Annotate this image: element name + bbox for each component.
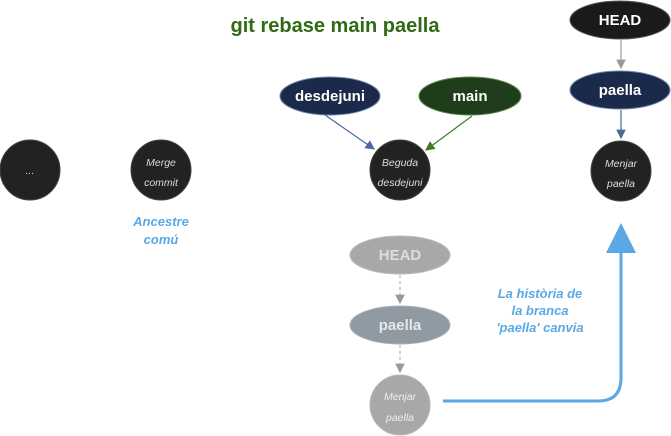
ref-head-old[interactable]: HEAD bbox=[349, 235, 451, 275]
commit-beguda[interactable]: Beguda desdejuni bbox=[369, 139, 431, 201]
commit-menjar-new[interactable]: Menjar paella bbox=[590, 140, 652, 202]
ref-desdejuni-label: desdejuni bbox=[295, 88, 365, 105]
note-ancestre-line2: comú bbox=[144, 232, 179, 247]
ref-paella-new[interactable]: paella bbox=[569, 70, 671, 110]
edge-main-to-beguda bbox=[425, 115, 473, 151]
edge-desdejuni-to-beguda bbox=[324, 114, 375, 150]
commit-merge[interactable]: Merge commit bbox=[130, 139, 192, 201]
ref-paella-new-label: paella bbox=[599, 82, 642, 99]
commit-menjar-new-line2: paella bbox=[606, 178, 635, 190]
diagram-title: git rebase main paella bbox=[231, 15, 441, 37]
ref-desdejuni[interactable]: desdejuni bbox=[279, 76, 381, 116]
commit-ellipsis-label: ... bbox=[26, 165, 35, 177]
note-ancestre-line1: Ancestre bbox=[132, 214, 189, 229]
commit-menjar-new-line1: Menjar bbox=[605, 158, 638, 170]
commit-merge-line2: commit bbox=[144, 177, 179, 189]
rebase-arrow bbox=[443, 223, 636, 403]
commit-beguda-line2: desdejuni bbox=[378, 177, 424, 189]
ref-paella-old-label: paella bbox=[379, 317, 422, 334]
ref-paella-old[interactable]: paella bbox=[349, 305, 451, 345]
commit-menjar-old[interactable]: Menjar paella bbox=[369, 374, 431, 436]
commit-menjar-old-line1: Menjar bbox=[384, 391, 417, 403]
ref-head-old-label: HEAD bbox=[379, 247, 422, 264]
commit-merge-line1: Merge bbox=[146, 157, 176, 169]
note-history-line2: la branca bbox=[511, 303, 568, 318]
ref-head-new-label: HEAD bbox=[599, 12, 642, 29]
commit-ellipsis[interactable]: ... bbox=[0, 139, 61, 201]
ref-head-new[interactable]: HEAD bbox=[569, 0, 671, 40]
commit-beguda-line1: Beguda bbox=[382, 157, 418, 169]
ref-main-label: main bbox=[452, 88, 487, 105]
note-history-line3: 'paella' canvia bbox=[496, 320, 583, 335]
ref-main[interactable]: main bbox=[418, 76, 522, 116]
note-history-line1: La història de bbox=[498, 286, 583, 301]
commit-menjar-old-line2: paella bbox=[385, 412, 414, 424]
